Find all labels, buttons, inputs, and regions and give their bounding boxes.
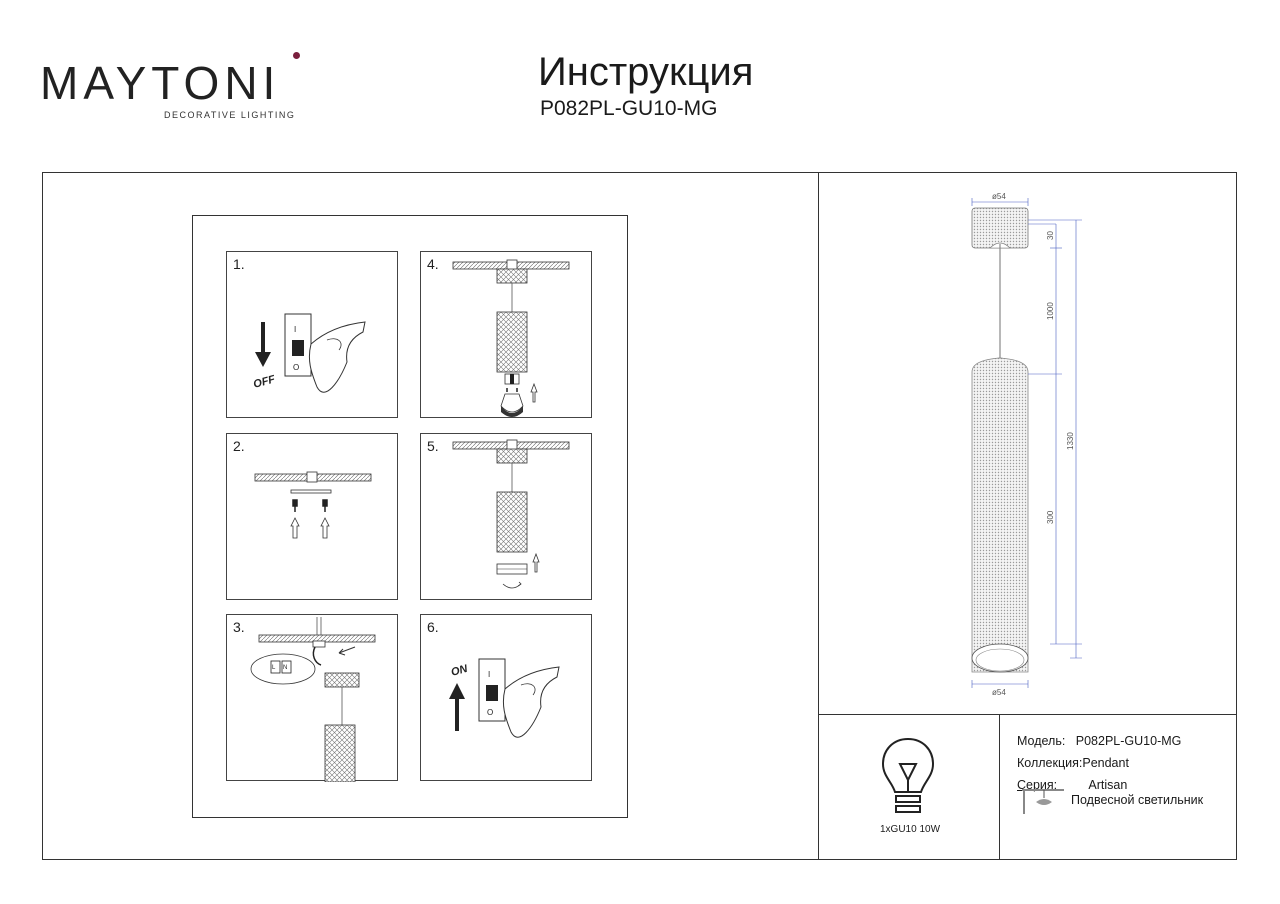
svg-text:I: I xyxy=(294,325,296,334)
switch-off-illustration: OFF I O xyxy=(252,313,366,393)
spec-row-series: Серия: Artisan xyxy=(1017,774,1181,796)
bulb-insert-illustration xyxy=(452,259,570,417)
spec-row-model: Модель: P082PL-GU10-MG xyxy=(1017,730,1181,752)
spec-value: Artisan xyxy=(1088,778,1128,792)
wiring-illustration: L N xyxy=(250,617,376,782)
document-frame xyxy=(42,172,1237,860)
bulb-icon xyxy=(881,737,935,813)
spec-row-collection: Коллекция:Pendant xyxy=(1017,752,1181,774)
step-panel-1: 1. OFF I O xyxy=(226,251,398,418)
spec-label: Коллекция: xyxy=(1017,756,1083,770)
step-number: 5. xyxy=(427,438,439,454)
svg-text:I: I xyxy=(488,670,490,679)
frame-divider-horizontal xyxy=(818,714,1237,715)
page-title: Инструкция xyxy=(538,50,754,94)
body-height-label: 300 xyxy=(1046,510,1055,524)
svg-text:N: N xyxy=(283,665,287,671)
step-number: 2. xyxy=(233,438,245,454)
canopy xyxy=(971,207,1029,249)
spec-value: P082PL-GU10-MG xyxy=(1075,734,1182,748)
spec-table: Модель: P082PL-GU10-MG Коллекция:Pendant… xyxy=(1017,730,1181,796)
off-label: OFF xyxy=(252,373,277,390)
step-panel-3: 3. L N xyxy=(226,614,398,782)
model-subtitle: P082PL-GU10-MG xyxy=(540,97,718,120)
on-label: ON xyxy=(450,663,470,679)
top-diameter-label: ø54 xyxy=(992,192,1006,201)
total-height-label: 1330 xyxy=(1066,432,1075,450)
step-number: 6. xyxy=(427,619,439,635)
spec-label: Серия: xyxy=(1017,778,1058,792)
logo-tagline: DECORATIVE LIGHTING xyxy=(164,110,296,120)
svg-text:O: O xyxy=(487,708,493,717)
product-type: Подвесной светильник xyxy=(1071,793,1204,807)
lamp-body xyxy=(971,357,1029,673)
brand-logo: MAYTONI DECORATIVE LIGHTING xyxy=(40,50,320,125)
step-panel-5: 5. xyxy=(420,433,592,600)
technical-drawing: ø54 ø54 30 1000 300 1330 xyxy=(971,192,1082,697)
step-number: 4. xyxy=(427,256,439,272)
spec-label: Модель: xyxy=(1017,734,1066,748)
frame-divider-vertical xyxy=(818,172,819,860)
svg-text:O: O xyxy=(293,363,299,372)
installation-steps xyxy=(192,215,628,818)
canopy-height-label: 30 xyxy=(1046,231,1055,240)
step-number: 3. xyxy=(233,619,245,635)
pendant-type-icon xyxy=(1022,789,1064,814)
step-panel-2: 2. xyxy=(226,433,398,600)
cable-length-label: 1000 xyxy=(1046,302,1055,320)
spec-value: Pendant xyxy=(1082,756,1129,770)
step-panel-6: 6. ON I O xyxy=(420,614,592,781)
step-number: 1. xyxy=(233,256,245,272)
ring-fix-illustration xyxy=(452,439,570,589)
lamp-spec: 1xGU10 10W xyxy=(879,824,941,835)
bottom-diameter-label: ø54 xyxy=(992,688,1006,697)
switch-on-illustration: ON I O xyxy=(449,658,560,738)
spec-divider-vertical xyxy=(999,714,1000,860)
mount-bracket-illustration xyxy=(254,471,372,539)
logo-wordmark: MAYTONI xyxy=(40,57,281,109)
svg-text:L: L xyxy=(272,665,276,671)
logo-accent-dot xyxy=(293,52,300,59)
step-panel-4: 4. xyxy=(420,251,592,418)
